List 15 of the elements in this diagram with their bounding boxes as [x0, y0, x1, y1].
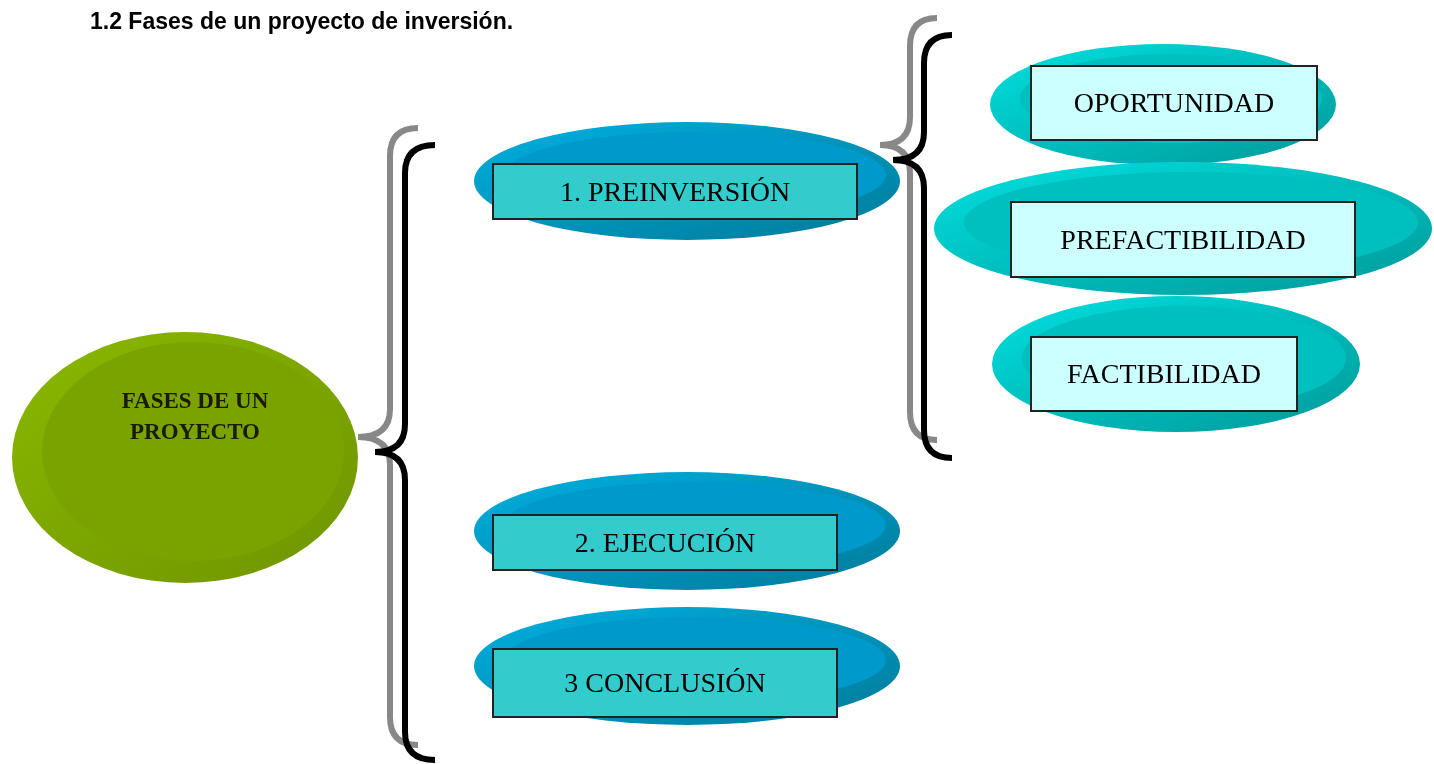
ellipse-box-node: [988, 42, 1338, 167]
text-box: PREFACTIBILIDAD: [1010, 201, 1356, 278]
text-box: 3 CONCLUSIÓN: [492, 648, 838, 718]
ellipse-box-node: [472, 470, 902, 592]
text-box: OPORTUNIDAD: [1030, 65, 1318, 141]
text-box: 2. EJECUCIÓN: [492, 514, 838, 571]
ellipse-box-node: [472, 605, 902, 727]
node-text: FASES DE UN PROYECTO: [120, 387, 270, 447]
title: 1.2 Fases de un proyecto de inversión.: [90, 7, 514, 36]
ellipse-box-node: [990, 294, 1362, 434]
text-box: FACTIBILIDAD: [1030, 336, 1298, 412]
ellipse-box-node: [932, 160, 1434, 297]
ellipse-node: [10, 330, 360, 585]
ellipse-box-node: [472, 120, 902, 242]
text-box: 1. PREINVERSIÓN: [492, 163, 858, 220]
